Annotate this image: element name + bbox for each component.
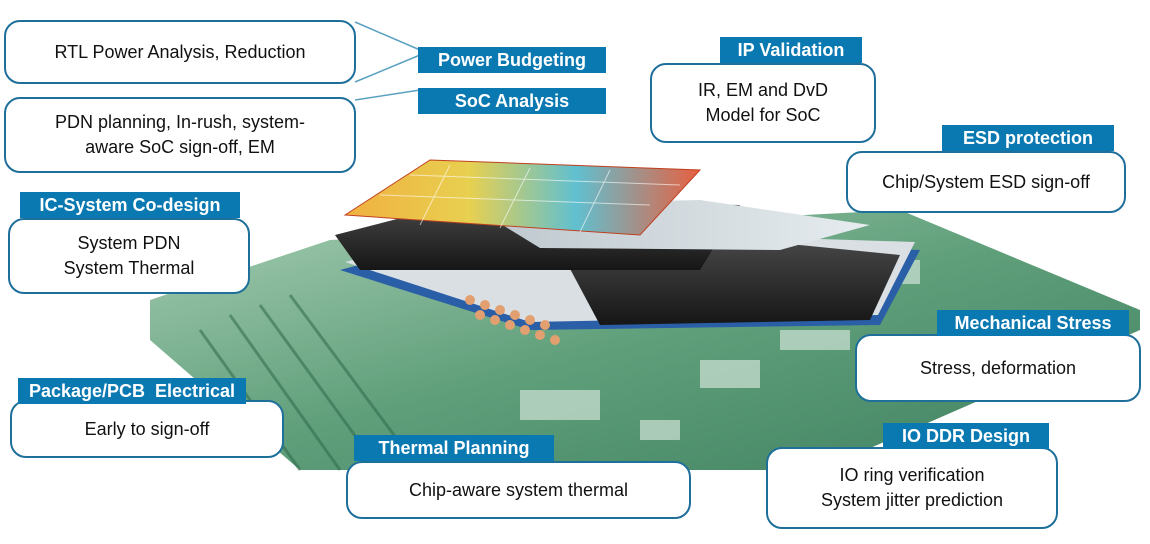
callout-text: System Thermal [63,258,195,278]
die-power-map [343,159,702,236]
thermal-planning-tag: Thermal Planning [354,435,554,461]
power-budgeting-box: RTL Power Analysis, Reduction [4,20,356,84]
io-ddr-design-tag: IO DDR Design [883,423,1049,449]
callout-text: Chip/System ESD sign-off [882,171,1090,192]
leader-line [354,54,421,83]
callout-text: Chip-aware system thermal [408,479,629,500]
solder-bumps [465,295,560,345]
ip-validation-box: IR, EM and DvD Model for SoC [650,63,876,143]
callout-text: System PDN [77,233,181,253]
power-budgeting-tag: Power Budgeting [418,47,606,73]
callout-text: System jitter prediction [820,490,1004,510]
callout-text: RTL Power Analysis, Reduction [54,41,306,62]
callout-text: aware SoC sign-off, EM [85,137,275,157]
callout-text: IO ring verification [839,465,985,485]
callout-text: Stress, deformation [919,357,1077,378]
esd-protection-box: Chip/System ESD sign-off [846,151,1126,213]
die-grid [379,164,681,233]
package-pcb-electrical-box: Early to sign-off [10,400,284,458]
callout-text: Early to sign-off [84,418,210,439]
io-ddr-design-box: IO ring verification System jitter predi… [766,447,1058,529]
soc-analysis-tag: SoC Analysis [418,88,606,114]
package-pcb-electrical-tag: Package/PCB Electrical [18,378,246,404]
callout-text: Model for SoC [705,105,821,125]
mechanical-stress-tag: Mechanical Stress [937,310,1129,336]
leader-line [354,89,421,101]
ic-system-codesign-tag: IC-System Co-design [20,192,240,218]
callout-text: IR, EM and DvD [697,80,829,100]
mechanical-stress-box: Stress, deformation [855,334,1141,402]
ip-validation-tag: IP Validation [720,37,862,63]
ic-system-codesign-box: System PDN System Thermal [8,218,250,294]
thermal-planning-box: Chip-aware system thermal [346,461,691,519]
soc-analysis-box: PDN planning, In-rush, system- aware SoC… [4,97,356,173]
callout-text: PDN planning, In-rush, system- [54,112,306,132]
leader-line [354,21,421,51]
esd-protection-tag: ESD protection [942,125,1114,151]
